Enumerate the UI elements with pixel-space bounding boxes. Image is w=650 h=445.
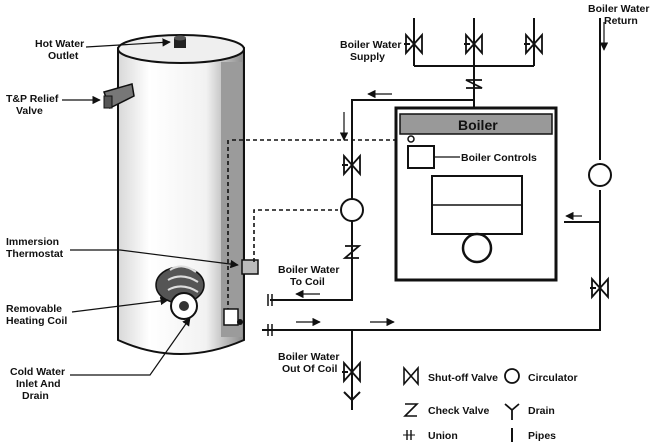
svg-text:Cold Water: Cold Water	[10, 366, 65, 378]
legend-pipes: Pipes	[511, 428, 556, 442]
svg-text:Boiler Water: Boiler Water	[278, 351, 339, 363]
svg-text:Circulator: Circulator	[528, 372, 578, 384]
label-removable-heating-coil: Removable Heating Coil	[6, 296, 169, 327]
drain-fitting	[343, 391, 361, 402]
label-hot-water-outlet: Hot Water Outlet	[35, 38, 171, 62]
water-heater-tank	[103, 34, 259, 355]
svg-text:Hot Water: Hot Water	[35, 38, 84, 50]
svg-text:Out Of Coil: Out Of Coil	[282, 363, 337, 375]
unions	[267, 294, 273, 336]
tp-relief-valve	[103, 83, 135, 110]
svg-text:Thermostat: Thermostat	[6, 248, 64, 260]
svg-text:Supply: Supply	[350, 51, 385, 63]
coil-connection	[223, 308, 239, 326]
heating-coil	[155, 265, 205, 320]
legend-circulator: Circulator	[504, 368, 578, 384]
svg-text:T&P Relief: T&P Relief	[6, 93, 59, 105]
boiler-controls-box	[407, 145, 435, 169]
check-valves	[342, 79, 483, 259]
legend-check-valve: Check Valve	[403, 403, 489, 417]
svg-text:Valve: Valve	[16, 105, 43, 117]
shutoff-valves	[342, 32, 609, 384]
svg-text:Drain: Drain	[528, 405, 555, 417]
svg-text:Removable: Removable	[6, 303, 62, 315]
svg-text:To Coil: To Coil	[290, 276, 325, 288]
svg-text:Drain: Drain	[22, 390, 49, 402]
svg-text:Immersion: Immersion	[6, 236, 59, 248]
immersion-thermostat	[241, 259, 259, 275]
label-boiler-water-out-of-coil: Boiler Water Out Of Coil	[278, 351, 339, 375]
svg-text:Pipes: Pipes	[528, 430, 556, 442]
legend-union: Union	[403, 430, 458, 442]
label-boiler-water-return: Boiler Water Return	[588, 3, 649, 27]
label-boiler-water-to-coil: Boiler Water To Coil	[278, 264, 339, 288]
svg-text:Check Valve: Check Valve	[428, 405, 489, 417]
legend: Shut-off Valve Circulator Check Valve Dr…	[403, 365, 578, 442]
svg-text:Boiler Water: Boiler Water	[278, 264, 339, 276]
boiler-controls-label: Boiler Controls	[461, 152, 537, 164]
label-cold-water-inlet: Cold Water Inlet And Drain	[10, 317, 191, 402]
svg-text:Union: Union	[428, 430, 458, 442]
boiler: Boiler Boiler Controls	[394, 106, 558, 282]
svg-text:Return: Return	[604, 15, 638, 27]
circulators	[340, 163, 612, 222]
flow-arrows	[295, 22, 609, 327]
svg-text:Heating Coil: Heating Coil	[6, 315, 67, 327]
label-immersion-thermostat: Immersion Thermostat	[6, 236, 239, 269]
svg-text:Inlet And: Inlet And	[16, 378, 61, 390]
boiler-title: Boiler	[458, 117, 498, 133]
svg-text:Boiler Water: Boiler Water	[340, 39, 401, 51]
svg-text:Boiler Water: Boiler Water	[588, 3, 649, 15]
label-boiler-water-supply: Boiler Water Supply	[340, 39, 401, 63]
legend-drain: Drain	[504, 403, 555, 420]
svg-text:Shut-off Valve: Shut-off Valve	[428, 372, 498, 384]
label-tp-relief-valve: T&P Relief Valve	[6, 93, 101, 117]
svg-text:Outlet: Outlet	[48, 50, 79, 62]
legend-shutoff-valve: Shut-off Valve	[403, 365, 498, 387]
